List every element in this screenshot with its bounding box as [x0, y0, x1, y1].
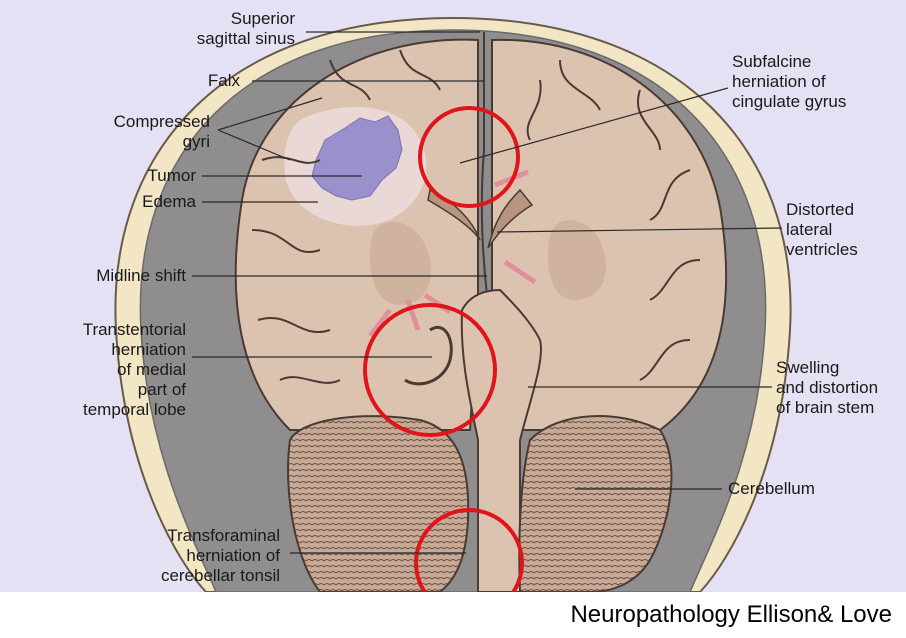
label-transforaminal-herniation: Transforaminal herniation of cerebellar … [160, 526, 280, 585]
label-falx: Falx [207, 71, 240, 90]
label-brain-stem: Swelling and distortion of brain stem [776, 358, 879, 417]
label-superior-sagittal-sinus: Superior sagittal sinus [196, 9, 295, 48]
label-distorted-ventricles: Distorted lateral ventricles [786, 200, 858, 259]
brain-stem [460, 288, 542, 592]
falx [480, 32, 488, 296]
label-edema: Edema [142, 192, 196, 211]
label-subfalcine-herniation: Subfalcine herniation of cingulate gyrus [732, 52, 847, 111]
transtentorial-circle [363, 303, 497, 437]
tumor [311, 115, 403, 201]
label-midline-shift: Midline shift [96, 266, 186, 285]
highlight-circles [363, 106, 524, 592]
label-transtentorial-herniation: Transtentorial herniation of medial part… [82, 320, 186, 419]
leader-lines [192, 31, 783, 554]
brain-herniation-illustration [114, 16, 792, 592]
transforaminal-circle [414, 508, 524, 592]
label-cerebellum: Cerebellum [728, 479, 815, 498]
cerebellum-right [518, 415, 673, 592]
label-compressed-gyri: Compressed gyri [113, 112, 210, 151]
label-tumor: Tumor [147, 166, 197, 185]
source-credit: Neuropathology Ellison& Love [570, 601, 892, 628]
subfalcine-circle [418, 106, 520, 208]
cerebellum-left [287, 415, 470, 592]
